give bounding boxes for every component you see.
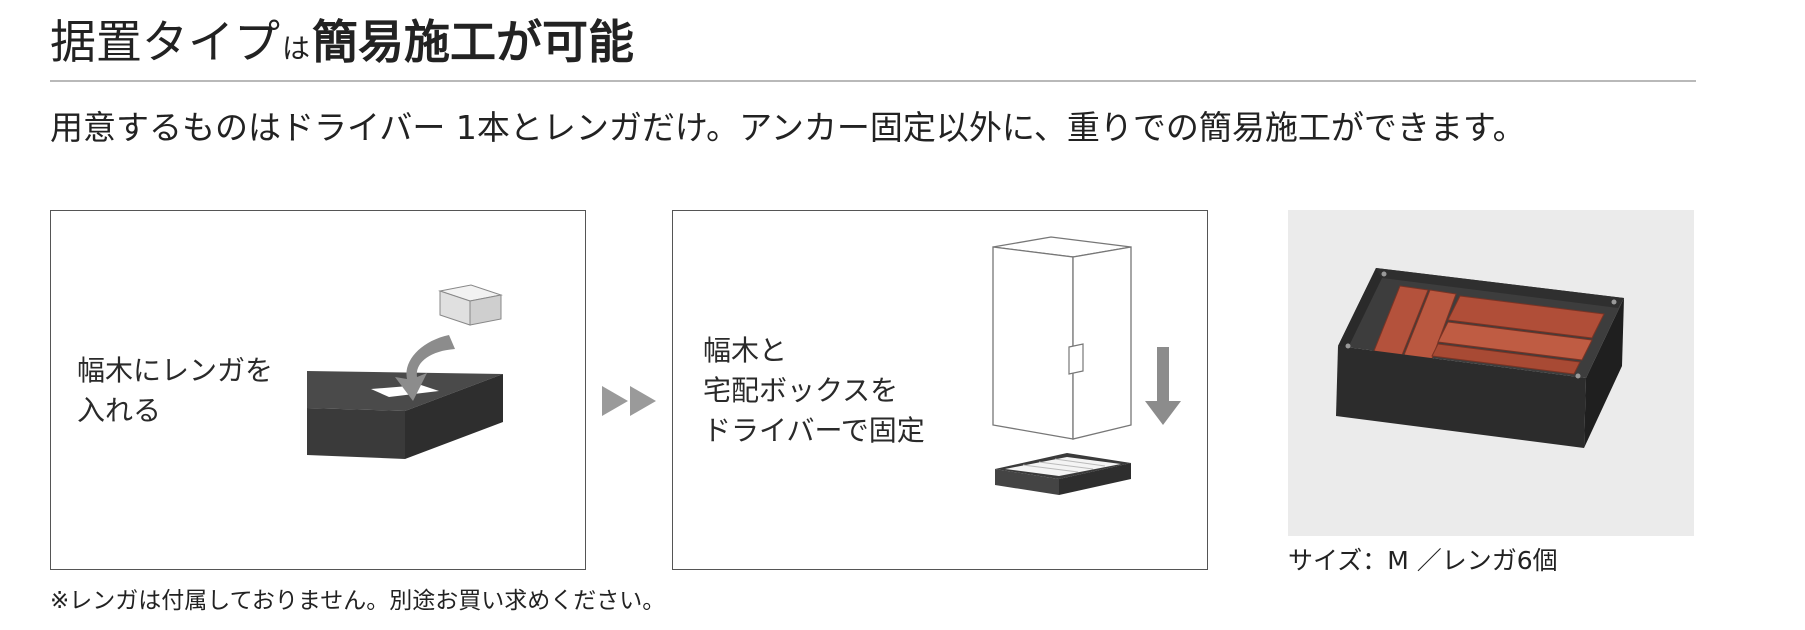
double-arrow-icon: [602, 386, 656, 416]
step-1-line-1: 幅木にレンガを: [77, 354, 274, 387]
brick-icon: [438, 284, 503, 326]
step-1-panel: 幅木にレンガを 入れる: [50, 210, 586, 570]
step-2-line-3: ドライバーで固定: [703, 414, 925, 447]
brick-base-product-image: [1336, 268, 1624, 448]
step-1-text: 幅木にレンガを 入れる: [77, 351, 273, 431]
curved-down-arrow-icon: [395, 335, 455, 401]
title-part-2: は: [282, 32, 311, 65]
photo-caption: サイズ：M ／レンガ6個: [1288, 546, 1558, 575]
brick-into-base-illustration: [307, 284, 503, 459]
step-2-text: 幅木と 宅配ボックスを ドライバーで固定: [703, 331, 925, 451]
step-2-line-1: 幅木と: [703, 334, 788, 367]
base-frame-icon: [307, 371, 503, 459]
delivery-box-icon: [992, 236, 1132, 440]
title-part-3: 簡易施工が可能: [312, 15, 635, 69]
step-2-panel: 幅木と 宅配ボックスを ドライバーで固定: [672, 210, 1208, 570]
title-divider: [50, 80, 1696, 82]
title-part-1: 据置タイプ: [50, 15, 280, 69]
box-onto-base-illustration: [992, 236, 1181, 495]
lead-text: 用意するものはドライバー 1本とレンガだけ。アンカー固定以外に、重りでの簡易施工…: [50, 108, 1526, 147]
base-with-bricks-icon: [995, 453, 1131, 495]
page-title: 据置タイプは簡易施工が可能: [50, 8, 634, 83]
base-with-bricks-photo: [1288, 210, 1694, 536]
step-2-line-2: 宅配ボックスを: [703, 374, 899, 407]
step-1-line-2: 入れる: [77, 394, 162, 427]
footnote: ※レンガは付属しておりません。別途お買い求めください。: [50, 588, 666, 614]
down-arrow-icon: [1145, 347, 1181, 425]
